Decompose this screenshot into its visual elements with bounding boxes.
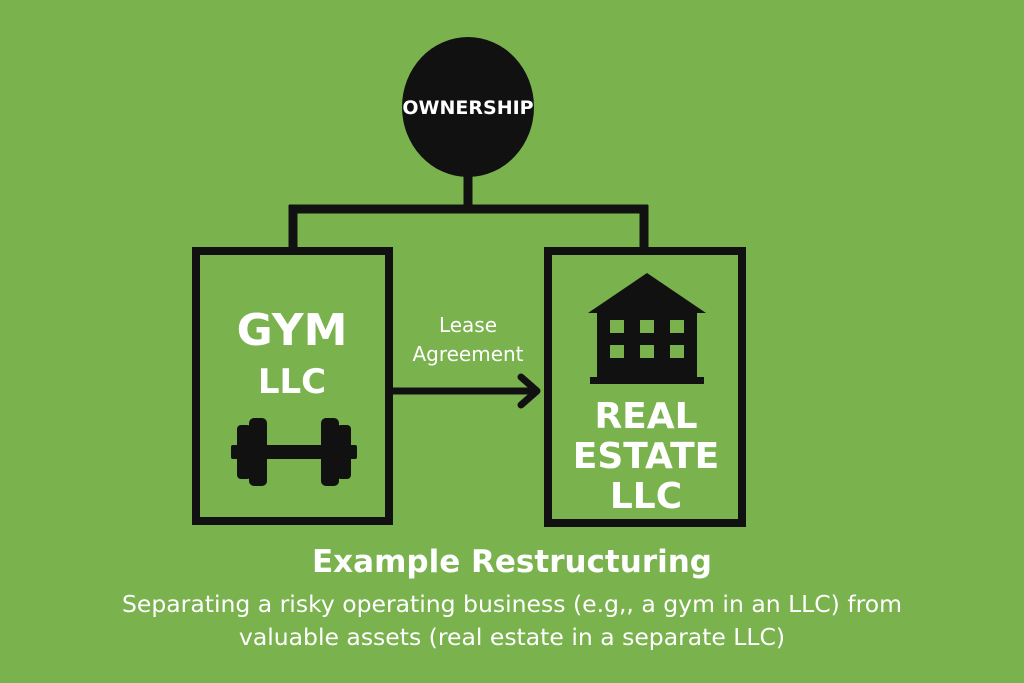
caption-title: Example Restructuring xyxy=(312,544,712,580)
dumbbell-icon xyxy=(231,418,357,486)
caption-line-2: valuable assets (real estate in a separa… xyxy=(238,623,786,651)
gym-llc-title: GYM xyxy=(237,305,348,356)
building-icon xyxy=(588,273,706,384)
gym-llc-subtitle: LLC xyxy=(258,362,326,402)
lease-label-line1: Lease xyxy=(439,313,497,337)
ownership-label: OWNERSHIP xyxy=(402,97,533,119)
real-estate-line2: ESTATE xyxy=(573,436,720,477)
gym-llc-node: GYM LLC xyxy=(192,247,393,525)
lease-agreement-edge: Lease Agreement xyxy=(389,313,541,409)
ownership-circle xyxy=(402,37,534,177)
real-estate-llc-box xyxy=(544,247,746,527)
ownership-node: OWNERSHIP xyxy=(402,37,534,177)
caption-line-1: Separating a risky operating business (e… xyxy=(121,590,903,618)
real-estate-llc-node: REAL ESTATE LLC xyxy=(544,247,746,527)
real-estate-line1: REAL xyxy=(594,396,697,437)
ownership-connectors xyxy=(288,170,649,250)
caption-text: Separating a risky operating business (e… xyxy=(40,588,984,654)
lease-arrowhead xyxy=(517,373,541,409)
lease-label-line2: Agreement xyxy=(412,342,523,366)
real-estate-line3: LLC xyxy=(610,476,682,517)
gym-llc-box xyxy=(192,247,393,525)
